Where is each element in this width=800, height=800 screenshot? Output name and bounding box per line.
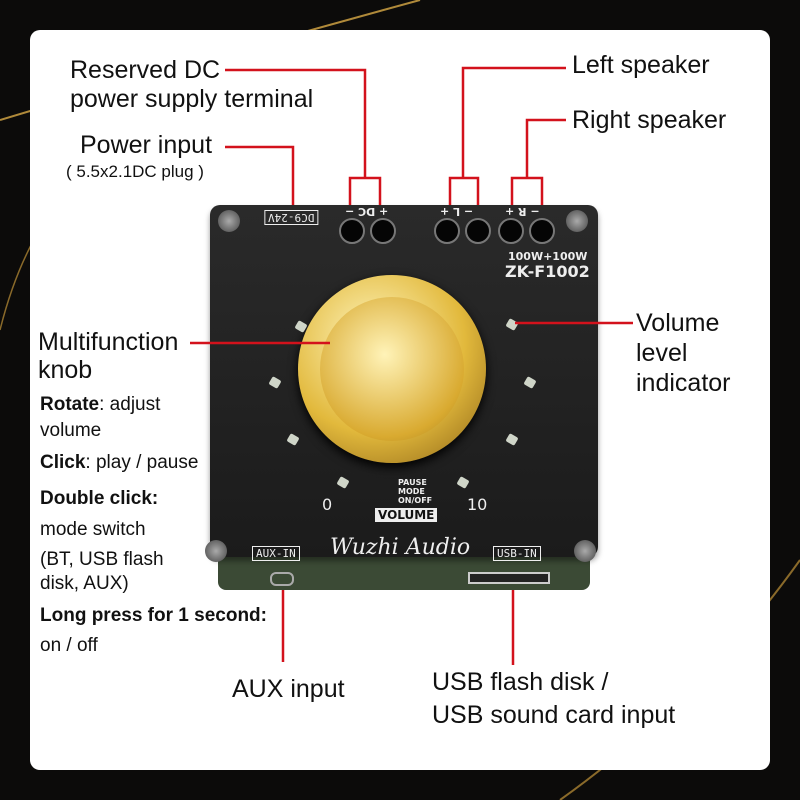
knob-function-click: Click: play / pause: [40, 450, 198, 476]
aux-jack: [270, 572, 294, 586]
right-speaker-label: Right speaker: [572, 106, 727, 134]
knob-function-double-click-cont2: (BT, USB flash: [40, 549, 164, 570]
right-terminal-marking: − R +: [505, 205, 540, 218]
usb-port: [468, 572, 550, 584]
volume-indicator-label-3: indicator: [636, 369, 731, 397]
knob-label-1: Multifunction: [38, 328, 179, 356]
dc-plus-terminal: [339, 218, 365, 244]
knob-function-double-click: Double click:: [40, 486, 158, 512]
usb-input-label-1: USB flash disk /: [432, 668, 609, 696]
knob-function-rotate-cont: volume: [40, 420, 102, 441]
legend-on-off: ON/OFF: [398, 496, 433, 505]
left-minus-terminal: [434, 218, 460, 244]
knob-function-long-press: Long press for 1 second:: [40, 603, 267, 629]
legend-mode: MODE: [398, 487, 425, 496]
volume-indicator-label-2: level: [636, 339, 688, 367]
usb-input-label-2: USB sound card input: [432, 701, 676, 729]
multifunction-knob[interactable]: [298, 275, 486, 463]
function-text: : adjust: [99, 394, 161, 415]
knob-function-rotate: Rotate: adjust: [40, 392, 160, 418]
function-key: Double click: [40, 488, 152, 509]
volume-indicator-label-1: Volume: [636, 309, 720, 337]
scale-max: 10: [467, 495, 488, 514]
dc-terminal-marking: + DC −: [345, 205, 389, 218]
power-input-label: Power input: [80, 131, 213, 159]
function-key: Click: [40, 452, 86, 473]
aux-input-label: AUX input: [232, 675, 345, 703]
dc-minus-terminal: [370, 218, 396, 244]
model-number: ZK-F1002: [505, 262, 590, 281]
reserved-dc-label-1: Reserved DC: [70, 56, 221, 84]
aux-in-label: AUX-IN: [252, 546, 300, 561]
function-text: : play / pause: [85, 452, 199, 473]
knob-label-2: knob: [38, 356, 93, 384]
reserved-dc-label-2: power supply terminal: [70, 85, 314, 113]
screw-icon: [205, 540, 227, 562]
knob-cap: [320, 297, 464, 441]
function-text: :: [151, 488, 159, 509]
legend-pause: PAUSE: [398, 478, 427, 487]
left-terminal-marking: − L +: [440, 205, 474, 218]
function-key: Long press for 1 second: [40, 605, 261, 626]
knob-function-long-press-cont: on / off: [40, 635, 98, 656]
screw-icon: [566, 210, 588, 232]
screw-icon: [218, 210, 240, 232]
function-key: Rotate: [40, 394, 100, 415]
usb-in-label: USB-IN: [493, 546, 541, 561]
volume-label: VOLUME: [375, 508, 438, 522]
right-minus-terminal: [498, 218, 524, 244]
left-plus-terminal: [465, 218, 491, 244]
power-input-note: ( 5.5x2.1DC plug ): [66, 162, 204, 181]
left-speaker-label: Left speaker: [572, 51, 710, 79]
scale-min: 0: [322, 495, 333, 514]
power-rating: 100W+100W: [508, 250, 588, 263]
function-text: :: [260, 605, 267, 626]
knob-function-double-click-cont: mode switch: [40, 519, 146, 540]
screw-icon: [574, 540, 596, 562]
brand-logo: Wuzhi Audio: [330, 535, 471, 560]
right-plus-terminal: [529, 218, 555, 244]
knob-function-double-click-cont3: disk, AUX): [40, 573, 129, 594]
dc-voltage-label: DC9-24V: [264, 210, 319, 225]
